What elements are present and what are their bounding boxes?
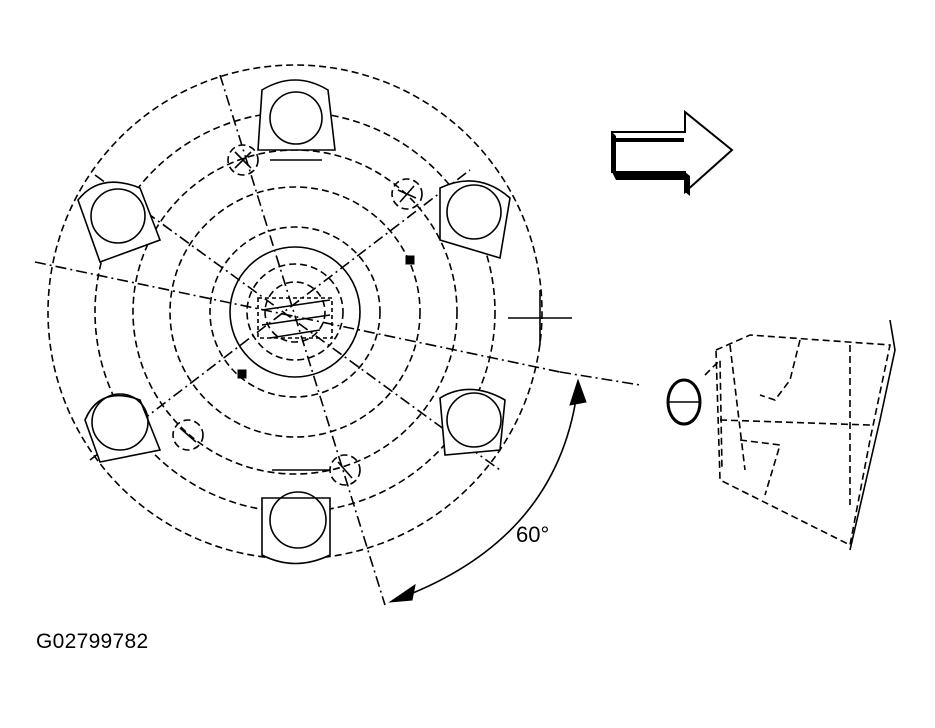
lug-lower-right — [439, 388, 506, 456]
construction-lines — [34, 74, 641, 606]
figure-id: G02799782 — [36, 630, 149, 653]
angle-label: 60° — [516, 522, 549, 547]
threaded-holes — [172, 144, 423, 486]
lug-top — [257, 79, 336, 161]
side-view-detail — [666, 319, 896, 551]
lug-upper-right — [439, 180, 511, 260]
lug-bottom — [261, 469, 331, 565]
angle-indicator: 60° — [388, 378, 587, 603]
bolt-lugs — [77, 79, 511, 565]
lug-lower-left — [84, 393, 162, 463]
crosshair — [508, 290, 572, 345]
lug-upper-left — [77, 181, 162, 264]
direction-arrow-icon — [611, 109, 734, 196]
hub-center — [237, 255, 415, 379]
